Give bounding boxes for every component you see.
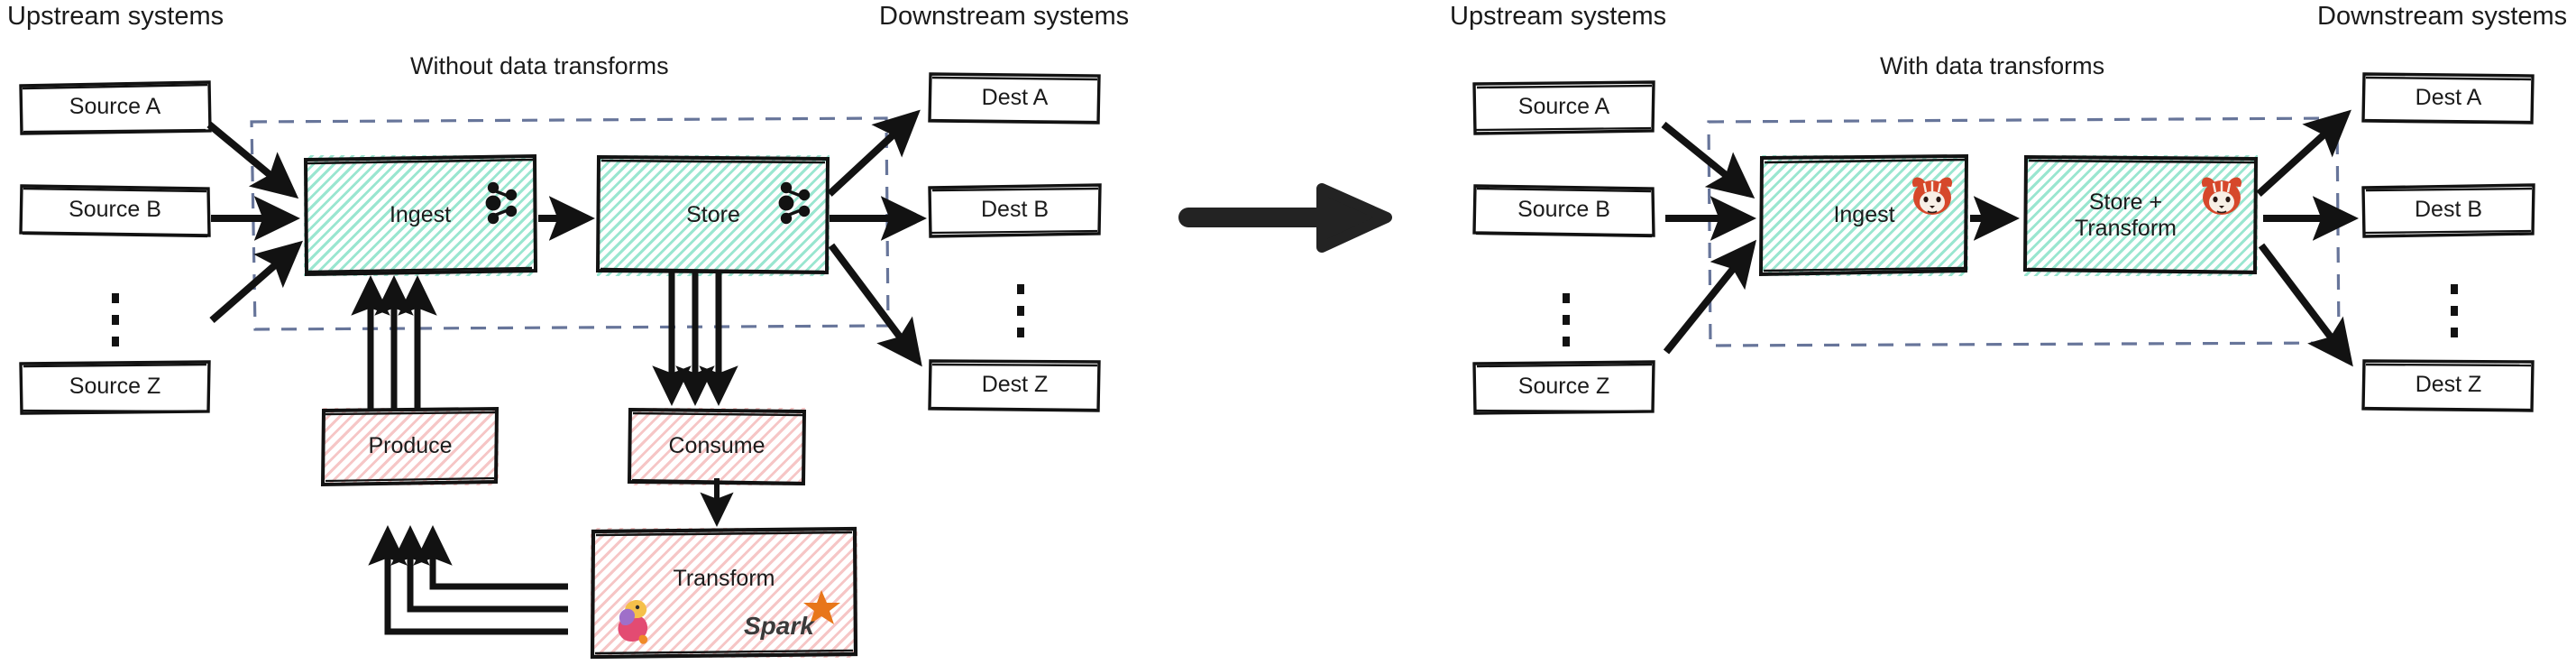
node-fill [1473, 361, 1655, 413]
arrow-r-store-destA [2256, 109, 2351, 197]
node-dest-z-left[interactable]: Dest Z [927, 357, 1103, 413]
sketch-frame [1472, 80, 1655, 135]
node-produce-left[interactable]: Produce [320, 406, 500, 487]
sketch-frame [2361, 72, 2535, 125]
node-dest-b-right[interactable]: Dest B [2361, 182, 2536, 238]
right-downstream-label: Downstream systems [2317, 2, 2568, 31]
spark-icon: Spark [744, 590, 840, 640]
arrow-r-store-destZ [2258, 243, 2353, 367]
sketch-frame [928, 359, 1101, 412]
node-fill [20, 184, 210, 236]
transition-arrow-icon [1178, 183, 1392, 253]
node-source-b-right[interactable]: Source B [1471, 182, 1656, 238]
right-upstream-label: Upstream systems [1450, 2, 1667, 31]
node-fill [20, 81, 210, 134]
node-dest-z-right[interactable]: Dest Z [2361, 357, 2536, 413]
kafka-icon [485, 181, 518, 225]
sketch-frame [19, 360, 211, 415]
node-fill [2362, 184, 2535, 236]
node-source-a-right[interactable]: Source A [1471, 79, 1656, 135]
node-source-b-left[interactable]: Source B [18, 182, 212, 238]
node-fill [1473, 184, 1655, 236]
left-panel-title: Without data transforms [410, 52, 669, 79]
node-source-z-left[interactable]: Source Z [18, 359, 212, 415]
node-ingest-right[interactable]: Ingest [1758, 153, 1970, 278]
redpanda-icon [1911, 177, 1953, 215]
node-source-z-right[interactable]: Source Z [1471, 359, 1656, 415]
sketch-frame [19, 184, 211, 238]
arrow-sourceA-ingest [206, 121, 299, 199]
node-fill [929, 184, 1101, 236]
arrow-store-destA [827, 109, 921, 197]
node-store-transform-right[interactable]: Store + Transform [2022, 153, 2260, 278]
arrow-store-destZ [828, 243, 922, 367]
sketch-frame [627, 407, 807, 486]
node-fill [322, 408, 499, 485]
arrow-r-sourceZ-ingest [1663, 239, 1757, 355]
sketch-frame [928, 183, 1102, 238]
arrow-sourceZ-ingest [209, 240, 304, 324]
sketch-frame [1472, 360, 1655, 415]
flink-icon [618, 599, 648, 644]
node-fill [2362, 72, 2535, 125]
right-panel-title: With data transforms [1880, 52, 2105, 79]
node-transform-left[interactable]: Transform Spark [589, 526, 859, 660]
sketch-frame [590, 526, 858, 660]
arrow-transform-produce-1 [368, 525, 568, 635]
node-fill [929, 72, 1101, 125]
sketch-frame [928, 72, 1101, 125]
node-fill [2362, 359, 2535, 411]
arrow-transform-produce-3 [413, 525, 568, 590]
node-dest-a-right[interactable]: Dest A [2361, 70, 2536, 126]
node-fill [929, 359, 1101, 411]
arrow-transform-produce-2 [390, 525, 568, 613]
node-store-left[interactable]: Store [595, 153, 831, 278]
sketch-frame [1472, 184, 1655, 238]
svg-text:Spark: Spark [744, 612, 815, 640]
node-fill [1473, 81, 1655, 134]
node-dest-b-left[interactable]: Dest B [927, 182, 1103, 238]
kafka-icon [778, 181, 811, 225]
sketch-frame [2361, 183, 2535, 238]
arrow-r-sourceA-ingest [1661, 121, 1756, 199]
node-fill [20, 361, 210, 413]
node-ingest-left[interactable]: Ingest [302, 153, 538, 278]
left-downstream-label: Downstream systems [879, 2, 1130, 31]
sketch-frame [320, 406, 500, 487]
redpanda-icon [2201, 177, 2242, 215]
sketch-frame [19, 80, 212, 135]
node-dest-a-left[interactable]: Dest A [927, 70, 1103, 126]
left-upstream-label: Upstream systems [7, 2, 225, 31]
node-consume-left[interactable]: Consume [627, 406, 807, 487]
node-source-a-left[interactable]: Source A [18, 79, 212, 135]
sketch-frame [2361, 359, 2535, 412]
node-fill [628, 408, 805, 485]
